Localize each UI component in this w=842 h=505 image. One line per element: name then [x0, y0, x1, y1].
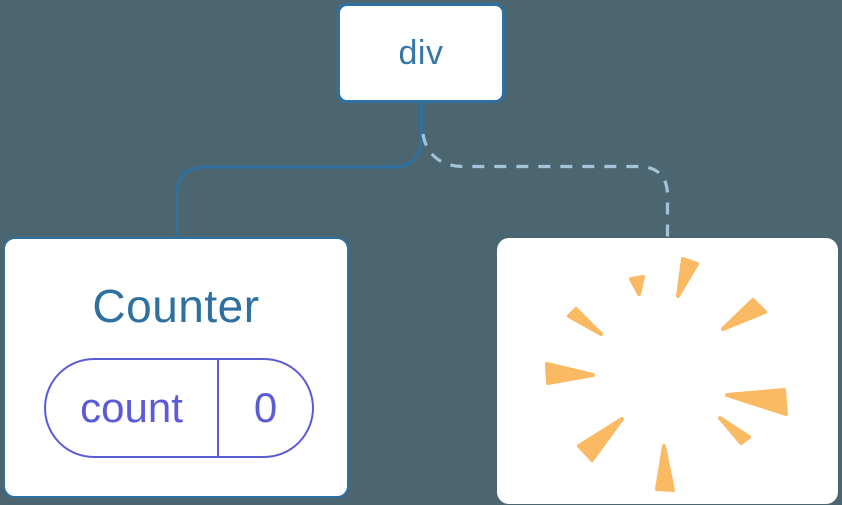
removed-node — [497, 238, 838, 504]
root-node-label: div — [398, 33, 444, 72]
state-pill: count 0 — [44, 358, 314, 458]
state-value-cell: 0 — [217, 360, 312, 456]
dashed-connector-path — [421, 133, 670, 238]
counter-title: Counter — [92, 280, 260, 332]
state-key-label: count — [80, 384, 183, 431]
state-value-label: 0 — [253, 384, 278, 431]
solid-connector-path — [175, 103, 423, 238]
poof-starburst-icon — [545, 257, 788, 492]
state-key-cell: count — [46, 360, 217, 456]
counter-node: Counter count 0 — [3, 237, 349, 498]
root-node: div — [337, 3, 505, 103]
